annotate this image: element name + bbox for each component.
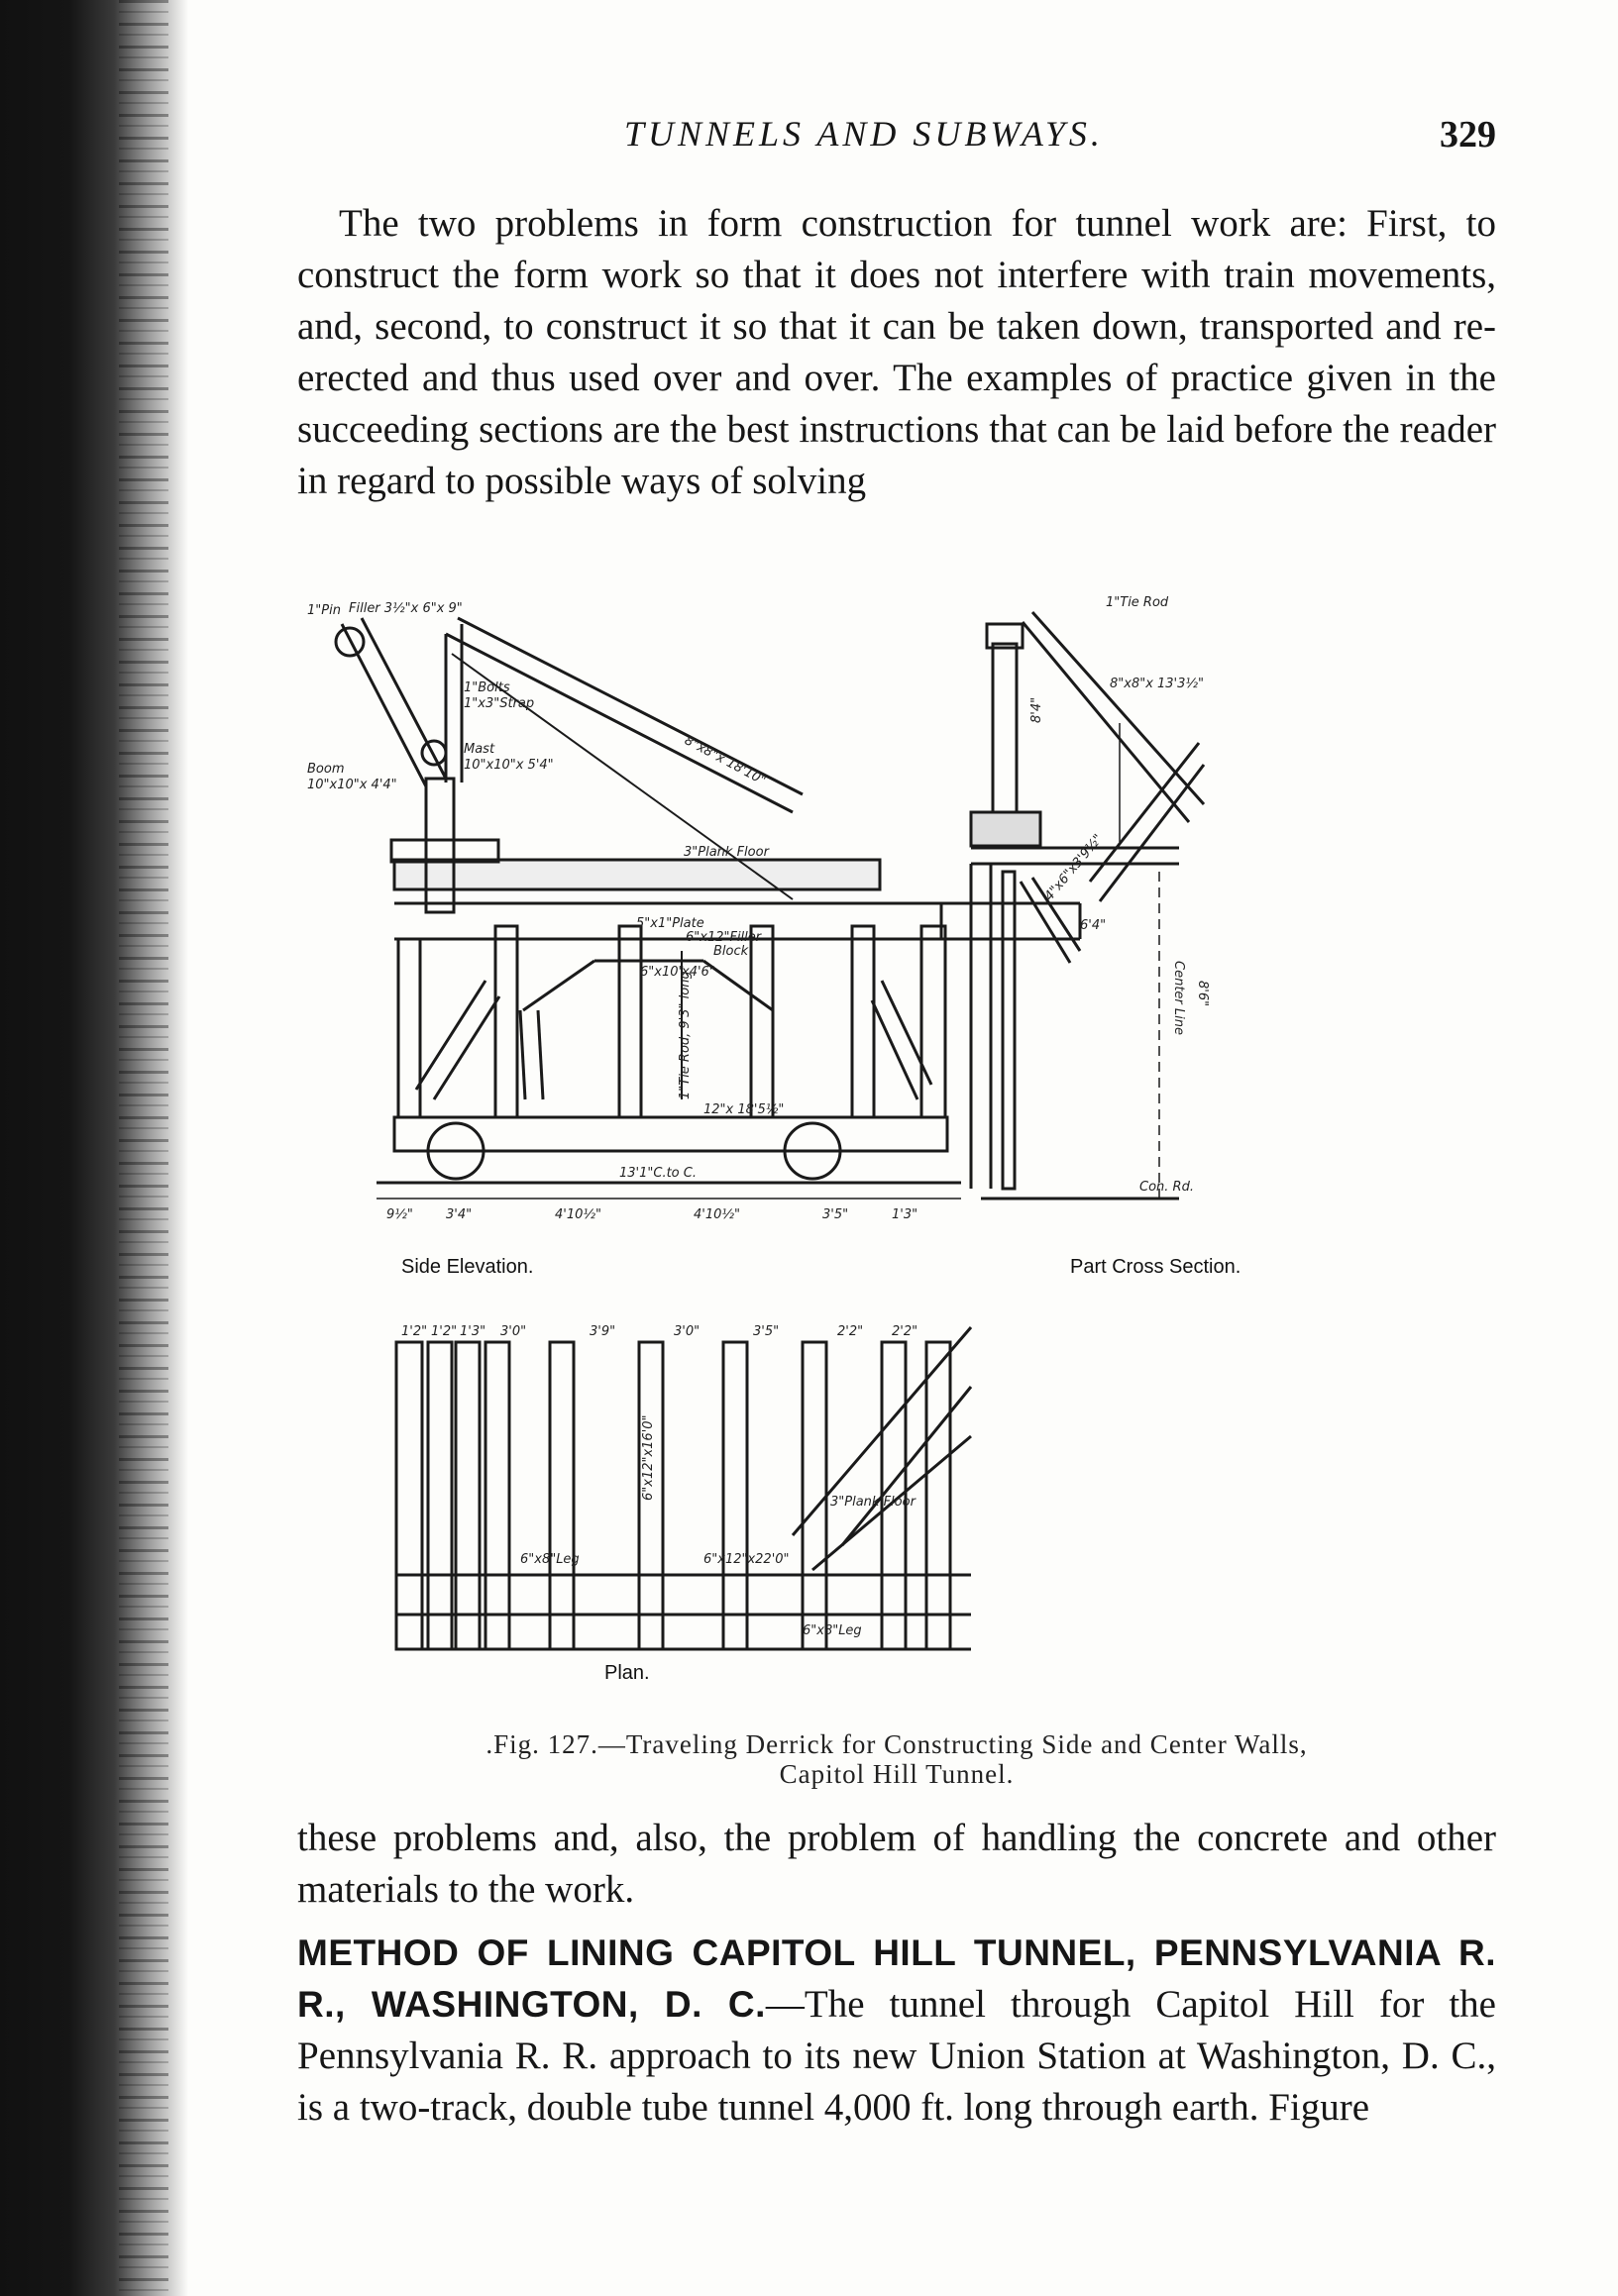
plan-label-leg-b: 6"x8"Leg	[803, 1623, 862, 1638]
caption-line-2: Capitol Hill Tunnel.	[779, 1759, 1015, 1789]
figure-traveling-derrick: 1"Pin Filler 3½"x 6"x 9" 1"Bolts 1"x3"St…	[287, 584, 1506, 1684]
label-mast-size: 10"x10"x 5'4"	[464, 758, 554, 773]
technical-drawing: 1"Pin Filler 3½"x 6"x 9" 1"Bolts 1"x3"St…	[307, 595, 1240, 1684]
plan-dim-3: 1'3"	[460, 1324, 485, 1339]
page-number: 329	[1440, 114, 1496, 156]
running-head-title: TUNNELS AND SUBWAYS.	[624, 114, 1104, 154]
label-bolts: 1"Bolts	[464, 680, 510, 695]
plan-label-long: 6"x12"x22'0"	[703, 1552, 790, 1567]
paragraph-2-text: these problems and, also, the problem of…	[297, 1817, 1496, 1911]
side-elevation-title: Side Elevation.	[401, 1256, 533, 1278]
section-body: —The tunnel through Capitol Hill for the…	[297, 1983, 1496, 2129]
plan-dim-5: 3'9"	[590, 1324, 615, 1339]
label-center-line: Center Line	[1171, 961, 1186, 1035]
dim-4-10-a: 4'10½"	[555, 1207, 601, 1222]
side-elevation-drawing	[334, 616, 1082, 1200]
paragraph-1-text: The two problems in form construction fo…	[297, 202, 1496, 502]
label-boom: Boom	[307, 762, 345, 777]
label-cross-tie-rod: 1"Tie Rod	[1106, 595, 1169, 610]
label-x4-6: x4'6"	[681, 965, 715, 980]
cross-section-title: Part Cross Section.	[1070, 1256, 1240, 1278]
dim-4-10-b: 4'10½"	[694, 1207, 740, 1222]
label-filler-block: 6"x12"Filler	[686, 930, 763, 945]
plan-dim-6: 3'0"	[674, 1324, 700, 1339]
plan-drawing	[394, 1326, 973, 1651]
label-sill: 12"x 18'5½"	[703, 1102, 784, 1117]
dim-9: 9½"	[386, 1207, 413, 1222]
section-paragraph: METHOD OF LINING CAPITOL HILL TUNNEL, PE…	[297, 1928, 1496, 2134]
plan-dim-7: 3'5"	[753, 1324, 779, 1339]
running-head: TUNNELS AND SUBWAYS. 329	[297, 107, 1496, 166]
body-paragraph-1: The two problems in form construction fo…	[297, 198, 1496, 507]
label-plate: 5"x1"Plate	[636, 916, 704, 931]
label-knee-brace: 4"x6"x3'9½"	[1042, 832, 1107, 904]
plan-dim-4: 3'0"	[500, 1324, 526, 1339]
cross-section-drawing	[969, 611, 1206, 1200]
caption-line-1: .Fig. 127.—Traveling Derrick for Constru…	[485, 1729, 1308, 1759]
plan-dim-9: 2'2"	[892, 1324, 917, 1339]
label-boom-size: 10"x10"x 4'4"	[307, 778, 397, 792]
plan-label-plank: 3"Plank Floor	[830, 1495, 917, 1510]
label-6-4: 6'4"	[1080, 918, 1106, 933]
label-pin: 1"Pin	[307, 603, 341, 618]
label-filler: Filler 3½"x 6"x 9"	[349, 601, 463, 616]
label-centers: 13'1"C.to C.	[619, 1166, 697, 1181]
label-6x10: 6"x10"	[640, 965, 684, 980]
label-mast: Mast	[464, 742, 495, 757]
scan-binding-edge	[0, 0, 188, 2296]
label-cross-brace: 8"x8"x 13'3½"	[1110, 677, 1204, 691]
label-con-rd: Con. Rd.	[1139, 1180, 1194, 1195]
dim-3-5: 3'5"	[822, 1207, 848, 1222]
plan-label-joist: 6"x12"x16'0"	[641, 1414, 656, 1501]
plan-dim-2: 1'2"	[431, 1324, 457, 1339]
plan-title: Plan.	[604, 1662, 650, 1684]
label-block: Block	[713, 944, 749, 959]
plan-dim-8: 2'2"	[837, 1324, 863, 1339]
label-strap: 1"x3"Strap	[464, 696, 534, 711]
section-heading: METHOD OF LINING CAPITOL HILL TUNNEL, PE…	[297, 1932, 1496, 2025]
label-8-4: 8'4"	[1029, 697, 1044, 723]
dim-1-3: 1'3"	[892, 1207, 917, 1222]
plan-dim-1: 1'2"	[401, 1324, 427, 1339]
label-8-6: 8'6"	[1195, 981, 1210, 1006]
label-plank-floor: 3"Plank Floor	[684, 845, 771, 860]
figure-caption: .Fig. 127.—Traveling Derrick for Constru…	[297, 1729, 1496, 1789]
body-paragraph-2: these problems and, also, the problem of…	[297, 1813, 1496, 1916]
dim-3-4: 3'4"	[446, 1207, 472, 1222]
label-tie-rod: 1"Tie Rod, 9'3" long	[678, 971, 693, 1099]
plan-label-leg-a: 6"x8"Leg	[520, 1552, 580, 1567]
